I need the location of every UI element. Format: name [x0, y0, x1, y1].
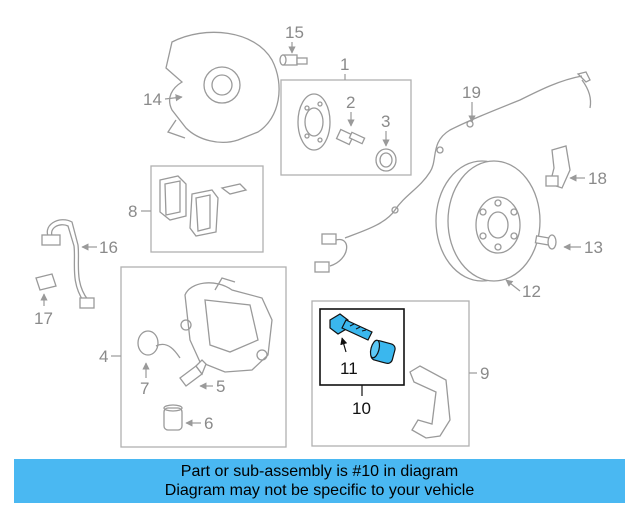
disc-screw-part	[534, 234, 557, 250]
callout-16: 16	[99, 238, 118, 257]
guide-pin-bolt-part	[329, 313, 373, 341]
brake-caliper-part	[180, 277, 273, 373]
callout-9: 9	[480, 364, 489, 383]
abs-sensor-part	[545, 145, 571, 189]
callout-10: 10	[352, 399, 371, 418]
banner-line-2: Diagram may not be specific to your vehi…	[164, 482, 475, 499]
callout-15: 15	[285, 23, 304, 42]
callout-12: 12	[522, 282, 541, 301]
callout-7: 7	[140, 379, 149, 398]
callout-13: 13	[584, 238, 603, 257]
brake-pad-part	[159, 175, 248, 237]
info-banner: Part or sub-assembly is #10 in diagram D…	[14, 459, 625, 503]
callout-11-arrow	[340, 337, 348, 353]
brake-pads-box	[150, 165, 264, 253]
callout-2: 2	[346, 93, 355, 112]
spring-part	[137, 330, 181, 359]
banner-line-1: Part or sub-assembly is #10 in diagram	[180, 463, 459, 480]
callout-18: 18	[588, 169, 607, 188]
callout-19: 19	[462, 83, 481, 102]
exploded-parts-diagram: 14 15 1 2 3 8	[34, 23, 607, 448]
brake-hose-part	[41, 219, 95, 309]
caliper-box	[120, 266, 287, 448]
callout-1: 1	[340, 55, 349, 74]
callout-4: 4	[99, 347, 108, 366]
seal-ring-part	[375, 148, 397, 172]
callout-6: 6	[204, 414, 213, 433]
hub-assembly-box	[280, 79, 412, 176]
dust-cap-part	[163, 404, 183, 431]
callout-3: 3	[381, 112, 390, 131]
callout-11: 11	[340, 359, 358, 378]
callout-17: 17	[34, 309, 53, 328]
hub-bolt-part	[335, 128, 366, 146]
dust-shield-part	[165, 31, 280, 143]
callout-5: 5	[216, 377, 225, 396]
clip-part	[35, 273, 57, 291]
wheel-hub-part	[297, 93, 331, 151]
bolt-part	[279, 54, 308, 66]
guide-pin-boot-part	[369, 339, 396, 364]
callout-14: 14	[143, 90, 162, 109]
sensor-wire-part	[314, 71, 592, 273]
bleeder-valve-part	[179, 359, 207, 387]
callout-8: 8	[128, 202, 137, 221]
caliper-bracket-part	[409, 365, 451, 439]
brake-disc-part	[435, 160, 541, 282]
